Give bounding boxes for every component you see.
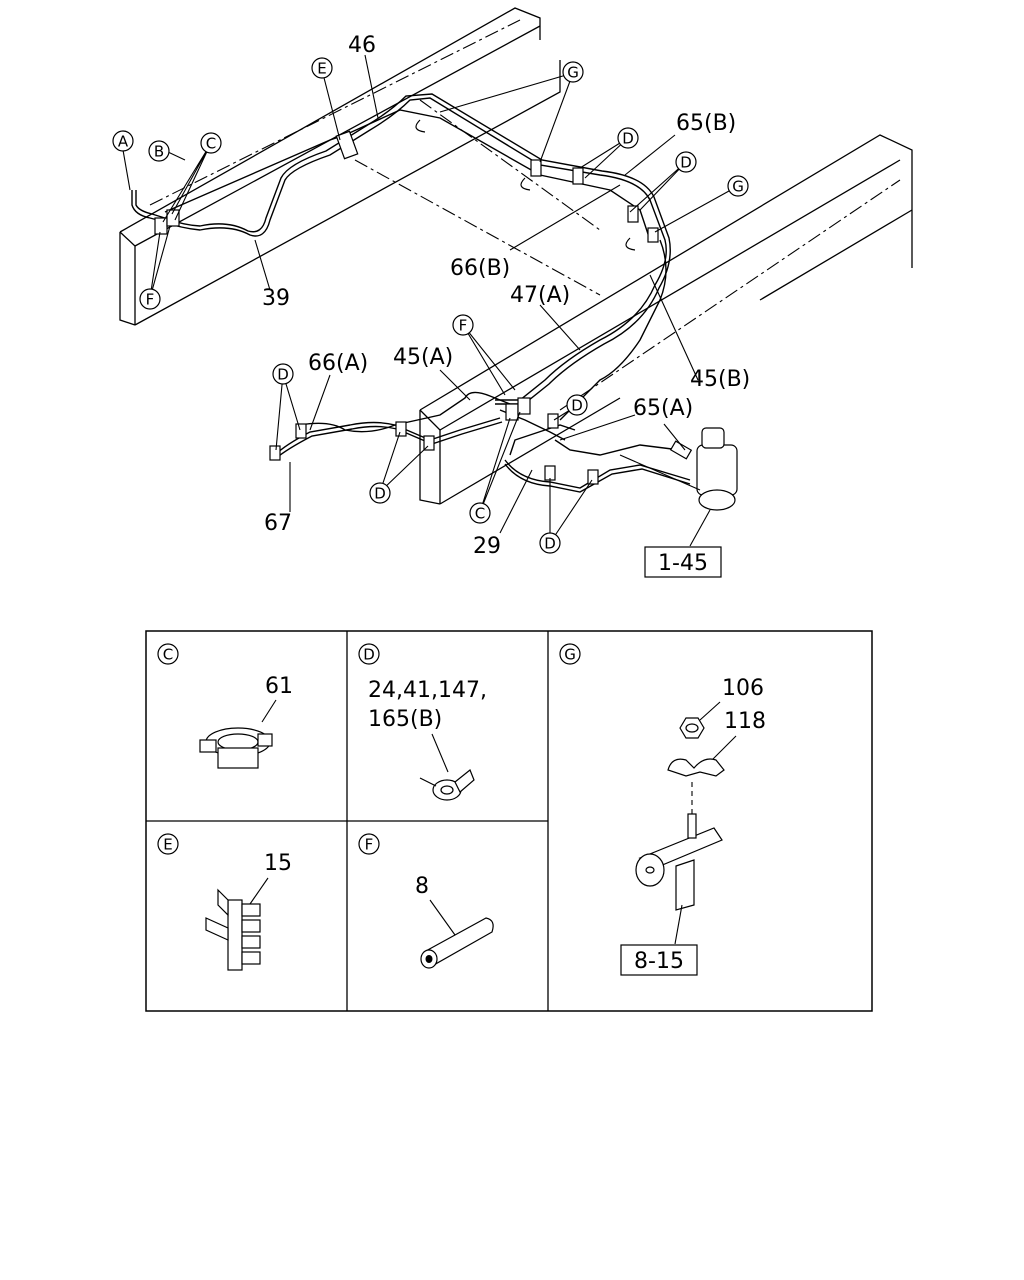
label-39: 39 — [262, 286, 290, 311]
clip-d-1 — [572, 167, 584, 185]
callout-g-right: G — [727, 175, 749, 197]
callout-c-upper-left: C — [200, 132, 222, 154]
detail-panels-grid — [145, 630, 873, 1012]
label-ref-1-45: 1-45 — [658, 551, 708, 576]
clip-d-r2 — [544, 465, 556, 481]
callout-c-lower: C — [469, 502, 491, 524]
clip-d-r1 — [547, 413, 559, 429]
bracket-8-15-drawing — [635, 813, 723, 911]
clip-c-1 — [505, 403, 519, 421]
svg-text:G: G — [567, 64, 579, 82]
clip-c-left-1 — [154, 217, 168, 235]
label-65b: 65(B) — [676, 111, 736, 136]
label-46: 46 — [348, 33, 376, 58]
sleeve-8-drawing — [420, 917, 494, 969]
clamp-d-drawing — [419, 769, 475, 801]
svg-text:F: F — [365, 836, 374, 854]
label-24-41-147: 24,41,147, — [368, 678, 487, 703]
chassis-frame-rails — [119, 7, 913, 505]
label-29: 29 — [473, 534, 501, 559]
callout-g-top: G — [562, 61, 584, 83]
callout-f-mid: F — [452, 314, 474, 336]
svg-text:B: B — [154, 143, 164, 161]
leader-lines — [122, 54, 739, 547]
callout-d-lower-left: D — [369, 482, 391, 504]
clip-61-drawing — [199, 727, 273, 769]
clip-d-2 — [627, 205, 639, 223]
panel-d: D 24,41,147, 165(B) — [358, 643, 487, 801]
label-8: 8 — [415, 874, 429, 899]
label-45b: 45(B) — [690, 367, 750, 392]
panel-f: F 8 — [358, 833, 494, 969]
svg-text:A: A — [118, 133, 129, 151]
label-66a: 66(A) — [308, 351, 368, 376]
clip-block-e — [335, 130, 359, 160]
pipe-clips — [154, 119, 659, 485]
svg-text:D: D — [571, 397, 583, 415]
svg-text:G: G — [732, 178, 744, 196]
clip-d-left-2 — [269, 445, 281, 461]
clip-c-left-2 — [166, 209, 180, 227]
svg-text:C: C — [475, 505, 485, 523]
brake-pipes — [131, 93, 691, 493]
clip-d-mid — [395, 421, 407, 437]
callout-d-left: D — [272, 363, 294, 385]
svg-text:D: D — [544, 535, 556, 553]
callout-b: B — [148, 140, 170, 162]
label-65a: 65(A) — [633, 396, 693, 421]
callouts-upper: A B C F E G D D — [112, 57, 749, 554]
ref-box-8-15 — [620, 944, 698, 976]
label-106: 106 — [722, 676, 764, 701]
label-67: 67 — [264, 511, 292, 536]
label-47a: 47(A) — [510, 283, 570, 308]
ref-box-1-45 — [644, 546, 722, 578]
svg-text:E: E — [163, 836, 172, 854]
panel-c: C 61 — [157, 643, 293, 769]
callout-d-right: D — [675, 151, 697, 173]
svg-text:F: F — [459, 317, 468, 335]
label-61: 61 — [265, 674, 293, 699]
svg-text:D: D — [622, 130, 634, 148]
svg-text:D: D — [363, 646, 375, 664]
svg-text:D: D — [374, 485, 386, 503]
svg-text:E: E — [317, 60, 326, 78]
svg-text:C: C — [206, 135, 216, 153]
label-15: 15 — [264, 851, 292, 876]
label-ref-8-15: 8-15 — [634, 949, 684, 974]
clip-15-drawing — [205, 888, 261, 971]
nut-106-drawing — [679, 717, 705, 739]
hook-g-1 — [415, 119, 426, 133]
callout-e: E — [311, 57, 333, 79]
clip-d-r3 — [587, 469, 599, 485]
label-66b: 66(B) — [450, 256, 510, 281]
label-45a: 45(A) — [393, 345, 453, 370]
callout-d-top: D — [617, 127, 639, 149]
label-165b: 165(B) — [368, 707, 442, 732]
clip-d-mid-2 — [423, 435, 435, 451]
hook-g-2 — [520, 177, 531, 191]
callout-a: A — [112, 130, 134, 152]
part-labels-upper: 46 65(B) 66(B) 39 47(A) 66(A) 45(A) 45(B… — [262, 33, 750, 578]
callout-f-upper-left: F — [139, 288, 161, 310]
clip-g-1 — [530, 159, 542, 177]
panel-e: E 15 — [157, 833, 292, 971]
clip-118-drawing — [667, 758, 725, 777]
clip-d-left — [295, 423, 307, 439]
svg-text:C: C — [163, 646, 173, 664]
hook-g-3 — [625, 237, 636, 251]
svg-text:F: F — [146, 291, 155, 309]
svg-text:D: D — [277, 366, 289, 384]
panel-g: G 106 118 8-15 — [559, 643, 766, 976]
clip-c-2 — [517, 397, 531, 415]
svg-text:G: G — [564, 646, 576, 664]
valve-unit-drawing — [619, 423, 738, 511]
callout-d-lower: D — [539, 532, 561, 554]
label-118: 118 — [724, 709, 766, 734]
callout-d-mid-right: D — [566, 394, 588, 416]
svg-text:D: D — [680, 154, 692, 172]
clip-g-2 — [647, 227, 659, 243]
